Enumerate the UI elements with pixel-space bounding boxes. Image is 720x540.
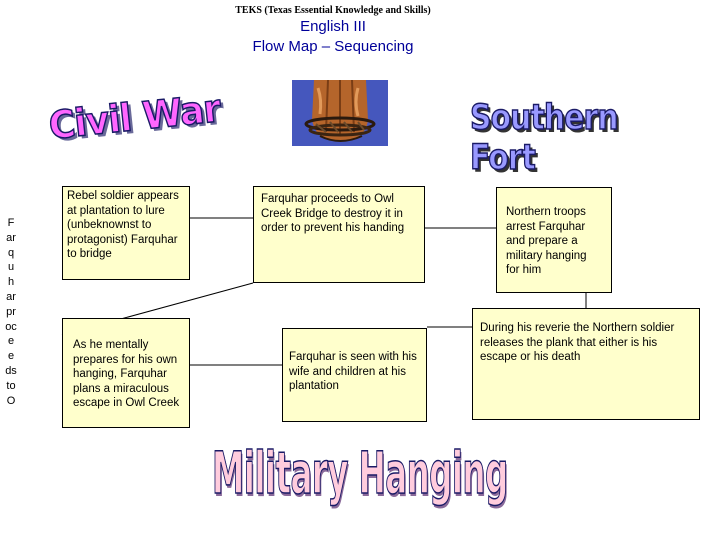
flow-box-3: Northern troops arrest Farquhar and prep… [496,187,612,293]
flow-box-5: Farquhar is seen with his wife and child… [282,328,427,422]
flow-box-2: Farquhar proceeds to Owl Creek Bridge to… [253,186,425,283]
flow-box-6: As he mentally prepares for his own hang… [62,318,190,428]
military-hanging-wordart: Military Hanging [212,438,508,508]
flow-box-1: Rebel soldier appears at plantation to l… [62,186,190,280]
flow-box-4: During his reverie the Northern soldier … [472,308,700,420]
